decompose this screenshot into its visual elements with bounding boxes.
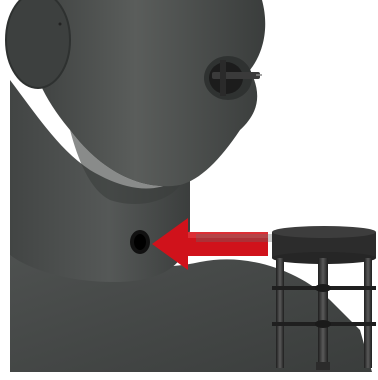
mouth-fixture (204, 56, 262, 100)
cylindrical-stand (272, 226, 376, 370)
connector-stem (196, 234, 272, 242)
red-arrow-icon (152, 218, 268, 270)
mannequin-head (30, 0, 266, 187)
ear-plate (5, 0, 71, 89)
jaw-shadow (70, 130, 180, 205)
